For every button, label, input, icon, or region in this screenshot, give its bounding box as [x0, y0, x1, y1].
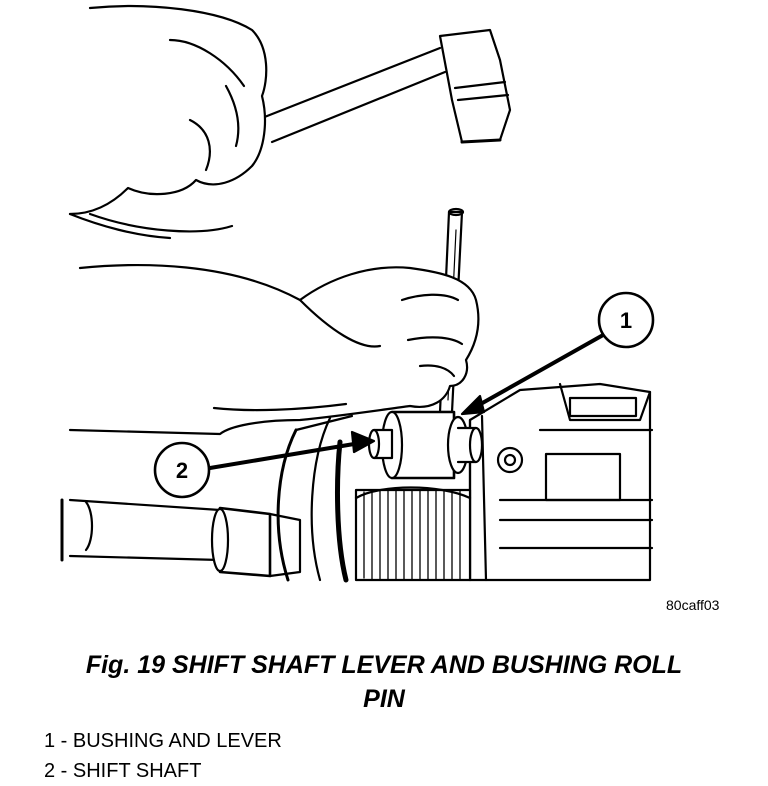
legend: 1 - BUSHING AND LEVER 2 - SHIFT SHAFT: [44, 726, 282, 786]
callout-2: 2: [153, 430, 376, 499]
transmission-housing: [468, 382, 654, 582]
figure-caption: Fig. 19 SHIFT SHAFT LEVER AND BUSHING RO…: [20, 648, 748, 716]
upper-hand: [68, 4, 268, 240]
legend-item: 1 - BUSHING AND LEVER: [44, 730, 282, 752]
lower-hand: [68, 264, 480, 436]
lower-shaft: [60, 498, 302, 578]
callout-1: 1: [460, 291, 655, 416]
hammer: [260, 28, 512, 144]
caption-line-2: PIN: [363, 685, 405, 713]
callout-1-number: 1: [620, 308, 632, 333]
caption-line-1: Fig. 19 SHIFT SHAFT LEVER AND BUSHING RO…: [85, 651, 683, 679]
callout-2-number: 2: [176, 458, 188, 483]
case-flange: [276, 414, 354, 583]
legend-item: 2 - SHIFT SHAFT: [44, 760, 202, 782]
gears: [354, 486, 472, 582]
technical-illustration: 1 2: [60, 4, 655, 583]
shift-shaft: [367, 428, 394, 460]
bushing-and-lever: [380, 410, 484, 480]
figure-code: 80caff03: [666, 597, 720, 613]
